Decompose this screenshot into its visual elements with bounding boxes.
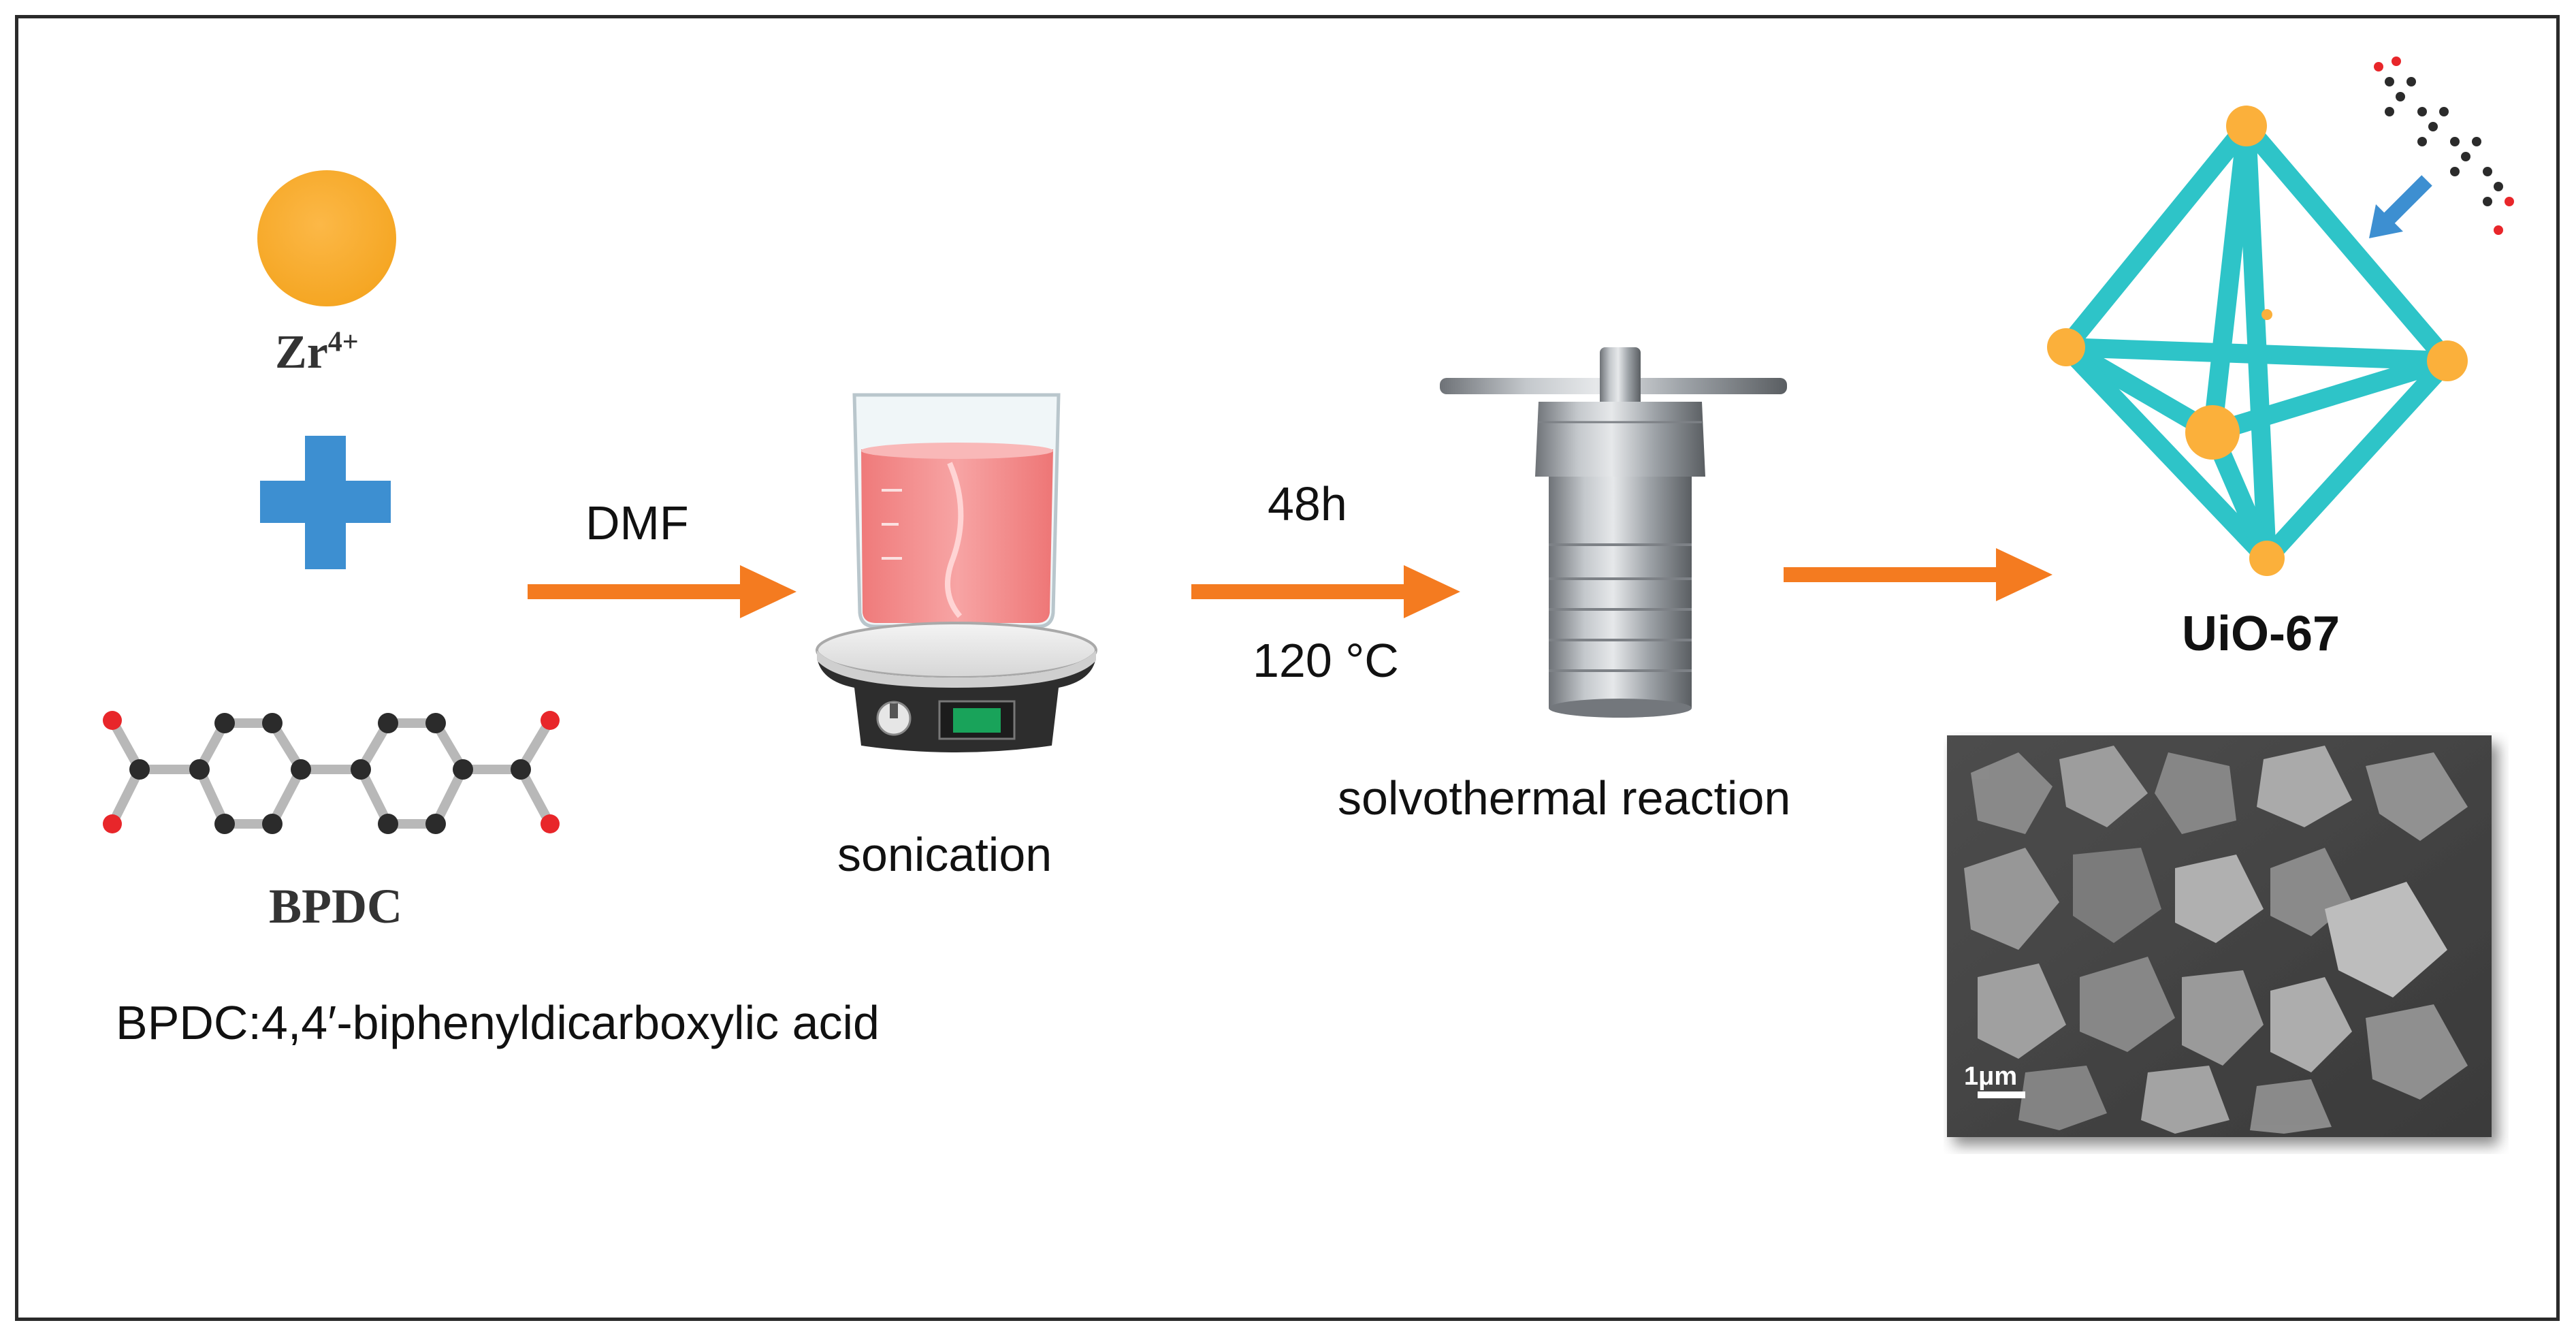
linker-molecule-small (2374, 57, 2514, 235)
sem-image (1947, 735, 2492, 1137)
arrow-to-sonication (528, 565, 796, 618)
sonication-label: sonication (837, 828, 1052, 881)
blue-pointer-arrow (2369, 175, 2432, 238)
uio67-octahedron (2047, 106, 2468, 576)
arrow-to-autoclave (1191, 565, 1460, 618)
zr-ion-label: Zr4+ (275, 325, 359, 380)
zr-symbol: Zr (275, 326, 328, 379)
solvothermal-label: solvothermal reaction (1338, 771, 1791, 825)
bpdc-label: BPDC (269, 879, 402, 934)
bpdc-definition: BPDC:4,4′-biphenyldicarboxylic acid (116, 996, 880, 1049)
plus-icon (260, 436, 391, 569)
figure-border (15, 15, 2560, 1321)
product-label: UiO-67 (2182, 607, 2340, 661)
bpdc-molecule (103, 711, 560, 834)
beaker-on-stirrer (816, 393, 1097, 752)
time-label: 48h (1268, 477, 1347, 530)
zr-ion-sphere (257, 170, 396, 306)
zr-charge: 4+ (327, 326, 359, 358)
arrow-to-product (1784, 548, 2052, 601)
temperature-label: 120 °C (1253, 634, 1399, 687)
autoclave (1440, 347, 1787, 718)
solvent-label: DMF (585, 496, 689, 549)
scale-bar-label: 1μm (1964, 1062, 2018, 1091)
